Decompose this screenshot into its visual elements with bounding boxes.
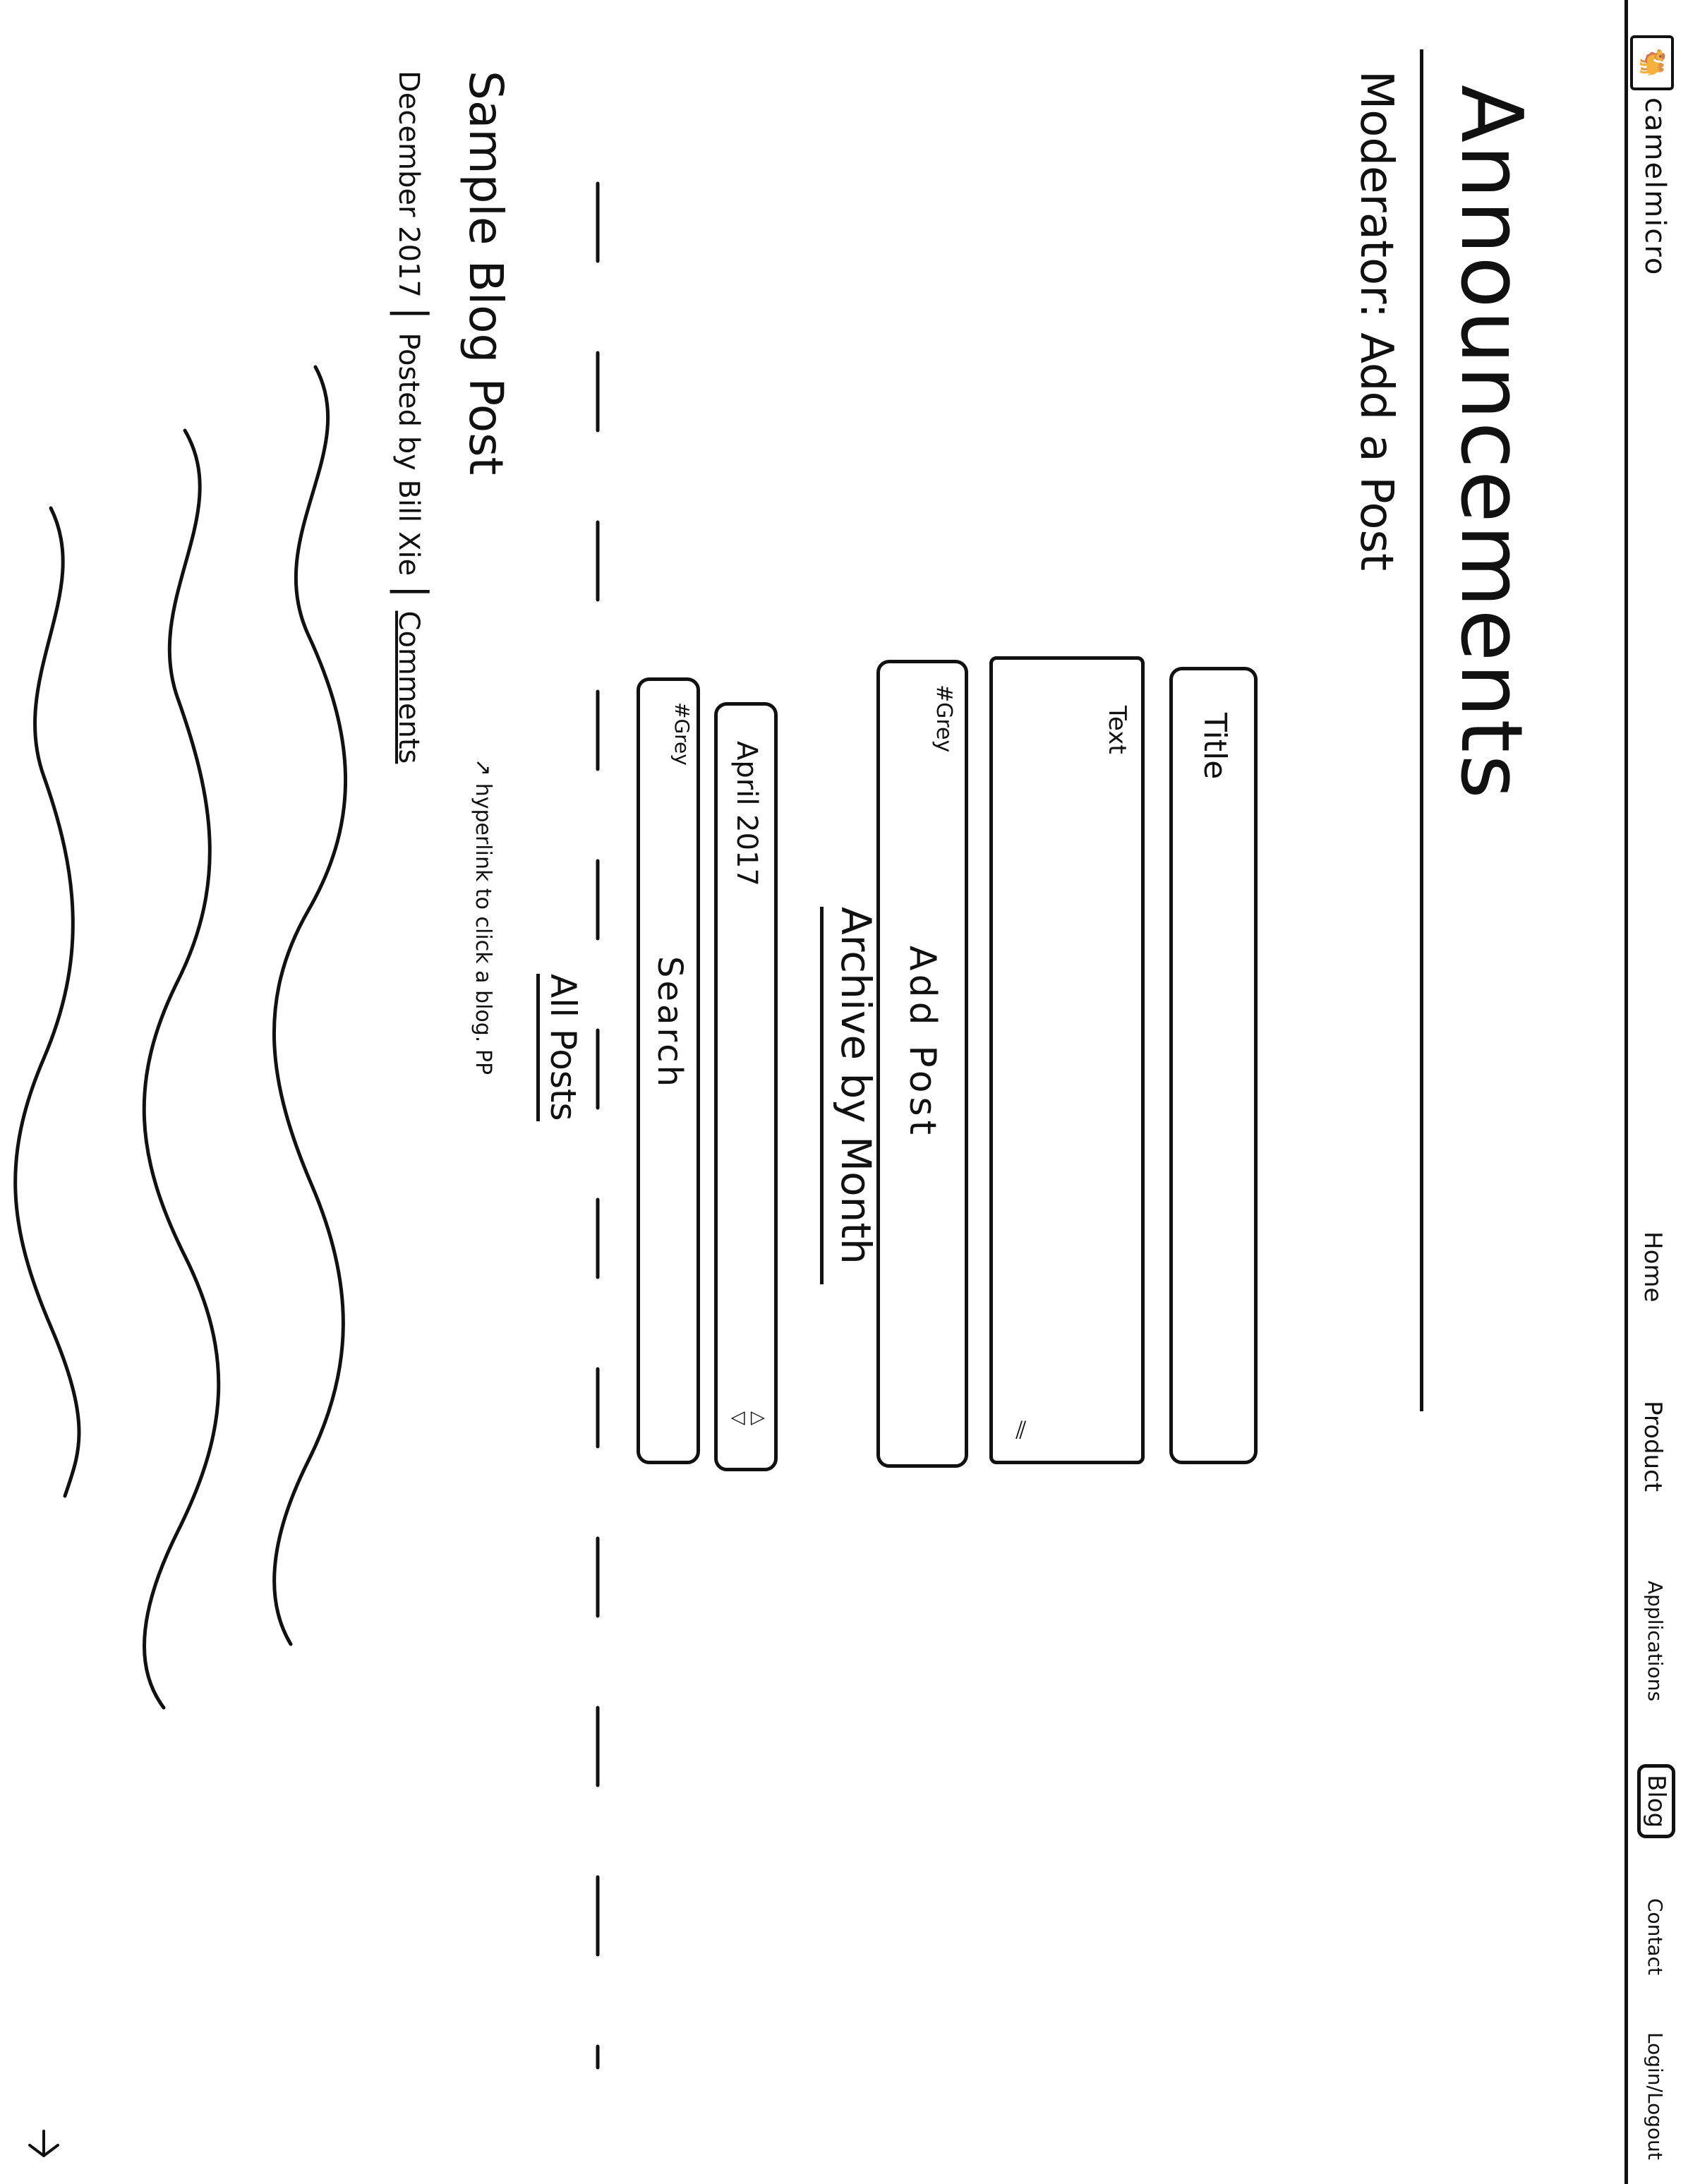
body-text-placeholder-lines [13, 365, 348, 1710]
page-turn-arrow-icon [28, 2130, 59, 2157]
placeholder-text-line [13, 506, 81, 1498]
placeholder-text-line [142, 428, 221, 1710]
placeholder-text-line [272, 365, 348, 1646]
